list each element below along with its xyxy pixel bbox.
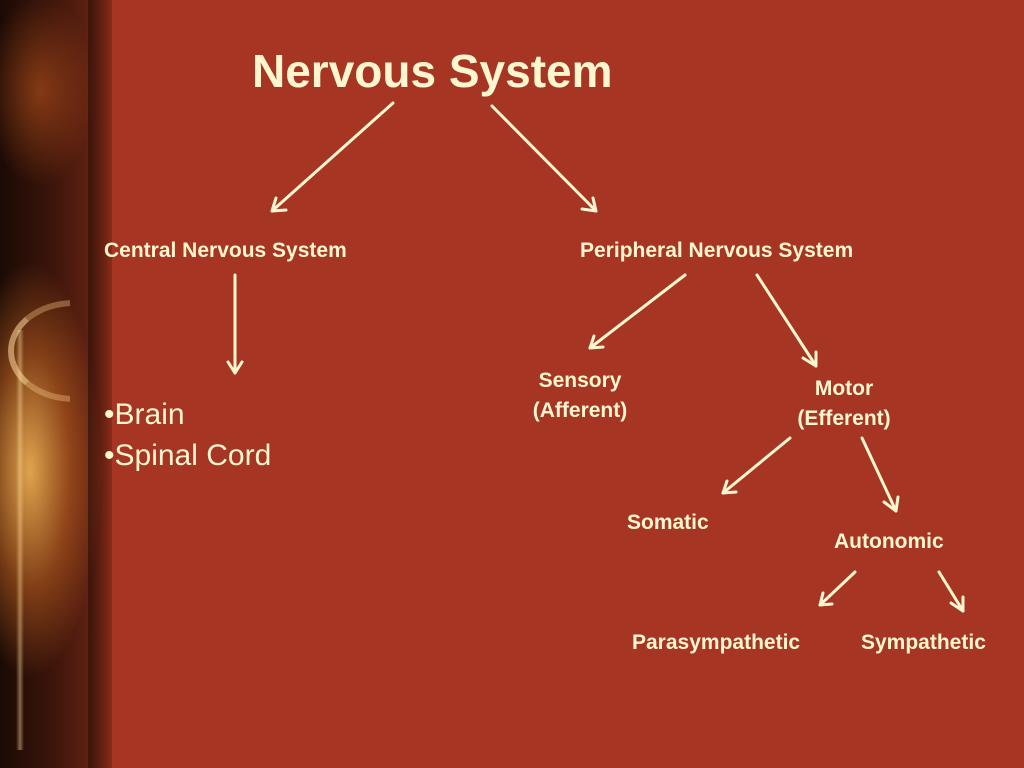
arrow-title-to-cns [270, 101, 395, 213]
arrow-autonomic-to-parasympathetic [818, 570, 857, 607]
sensory-node: Sensory (Afferent) [510, 366, 650, 426]
arrow-pns-to-sensory [588, 273, 687, 350]
arrow-cns-to-list [226, 273, 244, 375]
sensory-label: Sensory [538, 369, 622, 392]
arrow-title-to-pns [490, 104, 598, 213]
arrow-autonomic-to-sympathetic [937, 570, 965, 613]
arrow-motor-to-somatic [721, 436, 792, 495]
motor-sublabel: (Efferent) [797, 407, 891, 430]
somatic-label: Somatic [627, 511, 709, 534]
diagram-title: Nervous System [252, 45, 613, 97]
cns-components-list: •Brain •Spinal Cord [104, 394, 271, 476]
cns-item-spinal-cord: •Spinal Cord [104, 439, 272, 472]
arrow-motor-to-autonomic [860, 436, 900, 513]
motor-label: Motor [814, 377, 874, 400]
peripheral-nervous-system-label: Peripheral Nervous System [580, 239, 854, 262]
cns-item-brain: •Brain [104, 398, 185, 431]
side-image-shadow [88, 0, 112, 768]
arrow-pns-to-motor [755, 273, 818, 368]
parasympathetic-label: Parasympathetic [632, 631, 801, 654]
central-nervous-system-label: Central Nervous System [104, 239, 347, 262]
sympathetic-label: Sympathetic [861, 631, 986, 654]
glass-beaker-edge [16, 330, 24, 750]
sensory-sublabel: (Afferent) [532, 399, 628, 422]
autonomic-label: Autonomic [834, 530, 944, 553]
motor-node: Motor (Efferent) [774, 374, 914, 434]
